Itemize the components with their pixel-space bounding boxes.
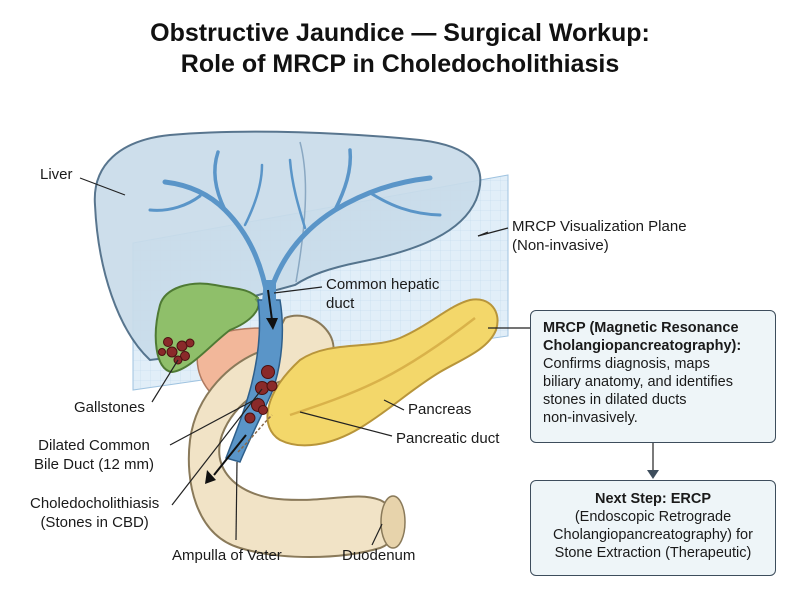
bile-flow-arrows [205,289,278,484]
label-dilated-cbd-line-1: Dilated Common [38,437,150,454]
mrcp-box-body-line-3: stones in dilated ducts [543,392,687,408]
pancreas [266,298,499,447]
intrahepatic-ducts [148,148,442,303]
mrcp-box-title-line-2: Cholangiopancreatography): [543,338,742,354]
label-liver: Liver [40,166,73,183]
mrcp-box-body-line-2: biliary anatomy, and identifies [543,374,733,390]
label-choledocholithiasis-line-2: (Stones in CBD) [40,514,149,531]
mrcp-box-body-line-4: non-invasively. [543,410,638,426]
label-chd-line-2: duct [326,295,355,312]
label-duodenum: Duodenum [342,547,416,564]
pancreatic-duct-line [289,317,476,417]
label-ampulla: Ampulla of Vater [172,547,282,564]
label-choledocholithiasis: Choledocholithiasis (Stones in CBD) [30,494,159,532]
common-bile-duct [225,299,284,463]
label-dilated-cbd: Dilated Common Bile Duct (12 mm) [34,436,154,474]
diagram-title: Obstructive Jaundice — Surgical Workup: … [0,18,800,80]
label-choledocholithiasis-line-1: Choledocholithiasis [30,495,160,512]
ercp-box-body-line-1: (Endoscopic Retrograde [574,509,732,525]
mrcp-box-title-line-1: MRCP (Magnetic Resonance [543,320,739,336]
callout-lines [79,177,654,546]
mrcp-info-box: MRCP (Magnetic Resonance Cholangiopancre… [530,310,776,443]
cbd-stones [244,365,278,424]
title-line-1: Obstructive Jaundice — Surgical Workup: [150,19,650,47]
label-gallstones: Gallstones [74,399,145,416]
ercp-box-body-line-3: Stone Extraction (Therapeutic) [554,545,752,561]
mrcp-box-body-line-1: Confirms diagnosis, maps [543,356,710,372]
ercp-box-title: Next Step: ERCP [594,491,712,507]
label-mrcp-plane-line-1: MRCP Visualization Plane [512,218,687,235]
ercp-next-step-box: Next Step: ERCP (Endoscopic Retrograde C… [530,480,776,576]
label-pancreatic-duct: Pancreatic duct [396,430,500,447]
connector-arrowhead [647,470,659,479]
label-dilated-cbd-line-2: Bile Duct (12 mm) [34,456,155,473]
label-pancreas: Pancreas [408,401,472,418]
label-chd-line-1: Common hepatic [326,276,440,293]
title-line-2: Role of MRCP in Choledocholithiasis [180,50,620,78]
label-mrcp-plane: MRCP Visualization Plane (Non-invasive) [512,217,687,255]
label-mrcp-plane-line-2: (Non-invasive) [512,237,609,254]
gallbladder-stones [158,337,195,365]
ercp-box-body-line-2: Cholangiopancreatography) for [553,527,753,543]
label-common-hepatic-duct: Common hepatic duct [326,275,439,313]
